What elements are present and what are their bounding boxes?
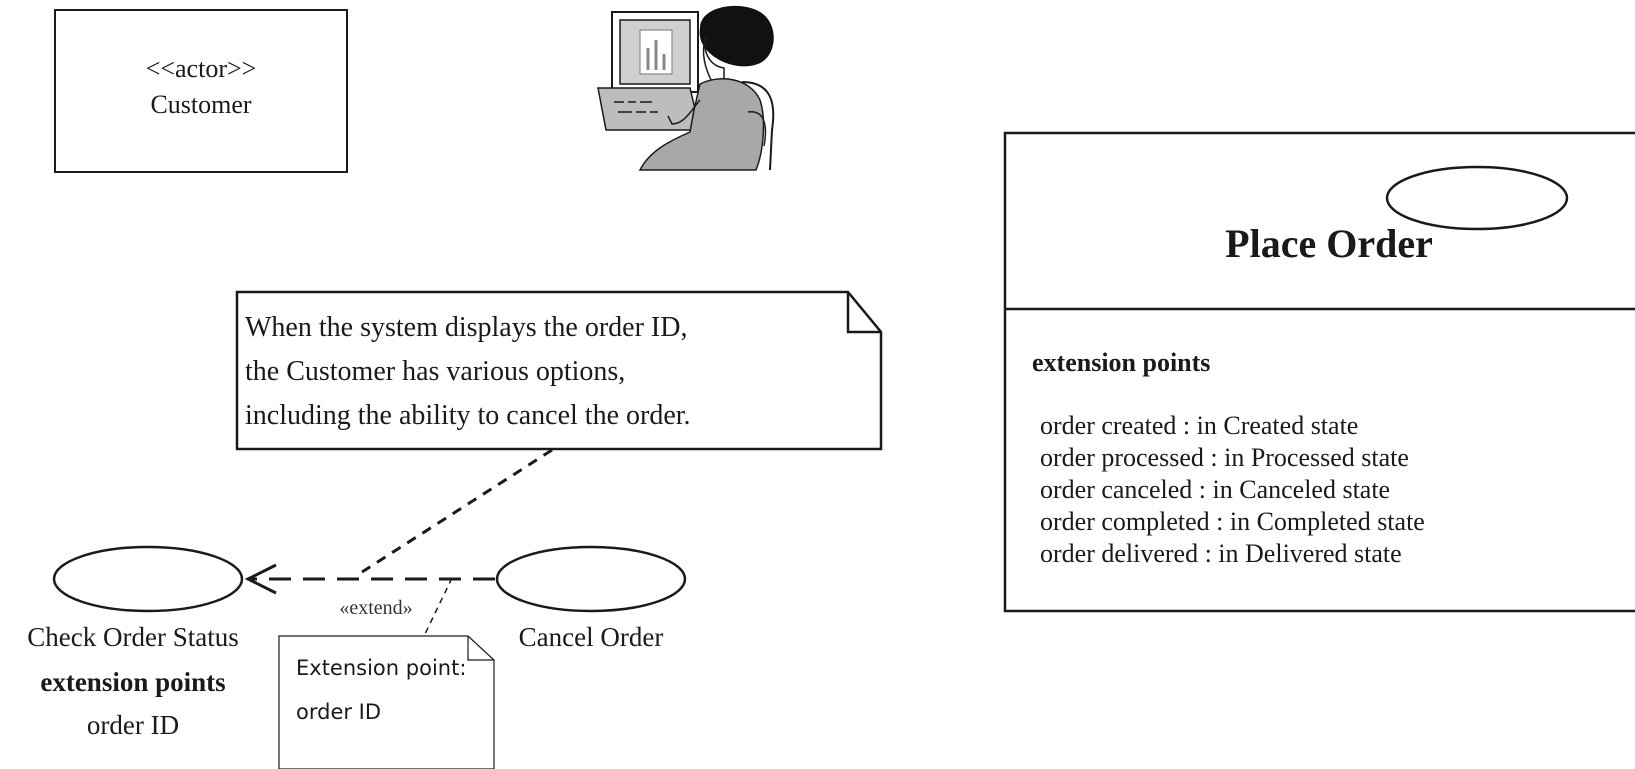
comment-note-shape bbox=[235, 290, 883, 451]
place-order-usecase-icon bbox=[1385, 165, 1569, 231]
actor-box[interactable] bbox=[54, 9, 348, 173]
cancel-order-ellipse[interactable] bbox=[495, 545, 687, 613]
place-order-extension-point: order completed : in Completed state bbox=[1040, 507, 1425, 536]
check-order-status-extension-point: order ID bbox=[86, 710, 180, 740]
extend-arrowhead bbox=[244, 563, 277, 595]
extend-stereotype-label: «extend» bbox=[339, 597, 413, 619]
extension-point-note-line-2: order ID bbox=[296, 700, 382, 724]
extension-point-note-line-1: Extension point: bbox=[296, 656, 467, 680]
place-order-extension-point: order processed : in Processed state bbox=[1040, 443, 1409, 472]
check-order-status-extension-heading: extension points bbox=[40, 667, 226, 697]
place-order-extension-heading: extension points bbox=[1032, 348, 1211, 377]
place-order-extension-point: order canceled : in Canceled state bbox=[1040, 475, 1391, 504]
note-line-3: including the ability to cancel the orde… bbox=[245, 400, 691, 431]
check-order-status-label: Check Order Status bbox=[27, 622, 239, 652]
extension-point-note-shape bbox=[278, 635, 495, 769]
check-order-status-ellipse[interactable] bbox=[52, 545, 244, 613]
place-order-box[interactable] bbox=[1003, 131, 1635, 613]
place-order-extension-point: order delivered : in Delivered state bbox=[1040, 539, 1402, 568]
cancel-order-label: Cancel Order bbox=[518, 622, 664, 652]
note-anchor-line bbox=[361, 448, 553, 574]
customer-at-computer-icon bbox=[597, 5, 775, 171]
actor-stereotype: <<actor>> bbox=[145, 54, 257, 83]
place-order-title: Place Order bbox=[1225, 221, 1433, 266]
note-line-1: When the system displays the order ID, bbox=[245, 312, 688, 343]
note-line-2: the Customer has various options, bbox=[245, 356, 626, 387]
actor-name: Customer bbox=[150, 90, 252, 119]
place-order-extension-point: order created : in Created state bbox=[1040, 411, 1359, 440]
